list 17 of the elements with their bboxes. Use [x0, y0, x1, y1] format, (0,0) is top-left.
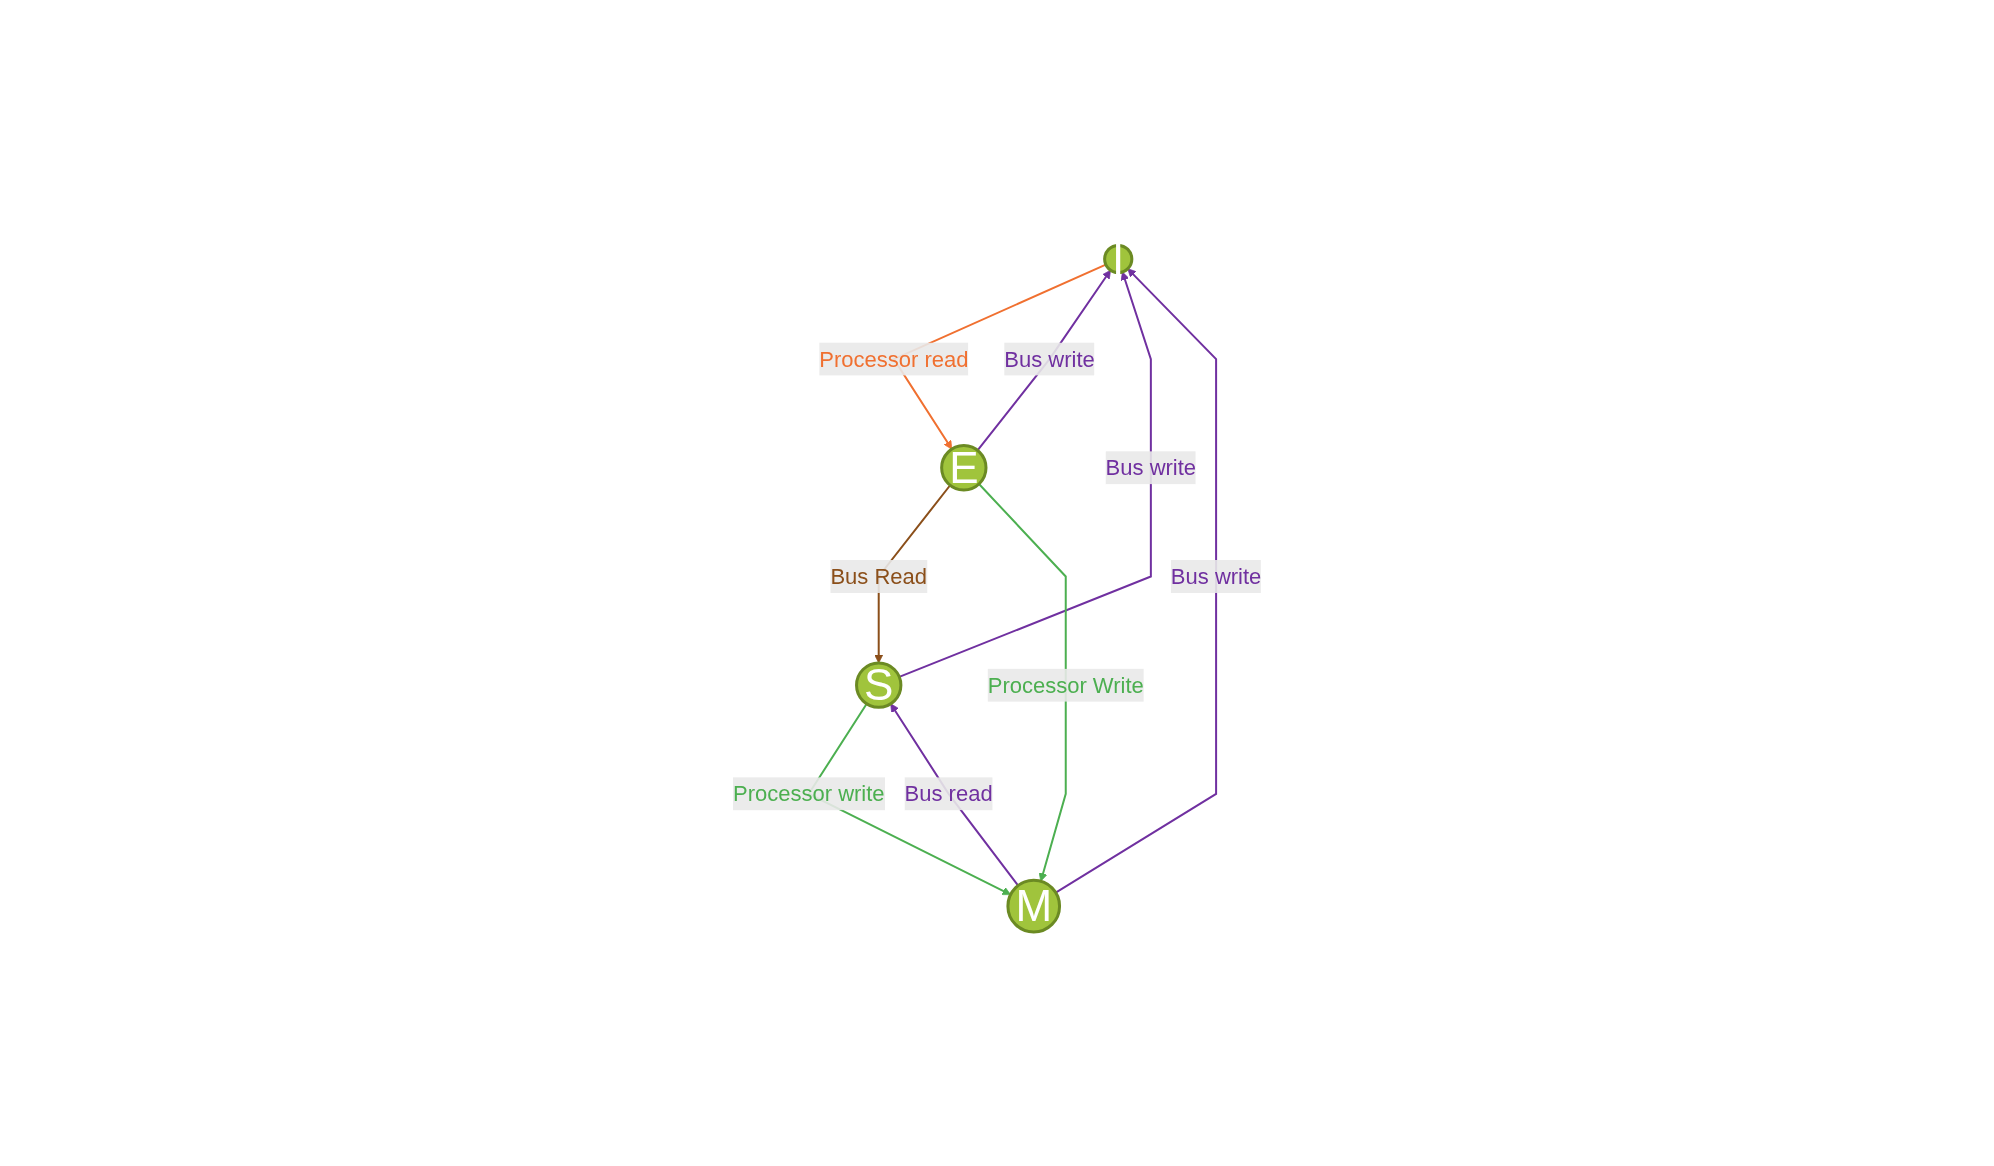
- arrow: [1054, 268, 1217, 895]
- node-circle: M: [1006, 879, 1061, 934]
- arrow: [898, 271, 1152, 679]
- edge-label: Processor write: [732, 781, 885, 807]
- edge-label: Bus write: [1170, 564, 1262, 590]
- edge-label: Bus write: [1004, 347, 1095, 373]
- arrow: [977, 483, 1067, 883]
- edge-label: Bus Read: [830, 564, 927, 590]
- edge-label: Processor Write: [987, 673, 1144, 699]
- edge-label: Bus write: [1105, 455, 1196, 481]
- node-circle: I: [1102, 244, 1134, 275]
- node-circle: S: [854, 661, 903, 710]
- edge-label: Processor read: [819, 347, 969, 373]
- arrow: [976, 270, 1111, 452]
- node-circle: E: [939, 444, 988, 492]
- arrow: [890, 703, 1019, 887]
- edge-label: Bus read: [904, 781, 993, 807]
